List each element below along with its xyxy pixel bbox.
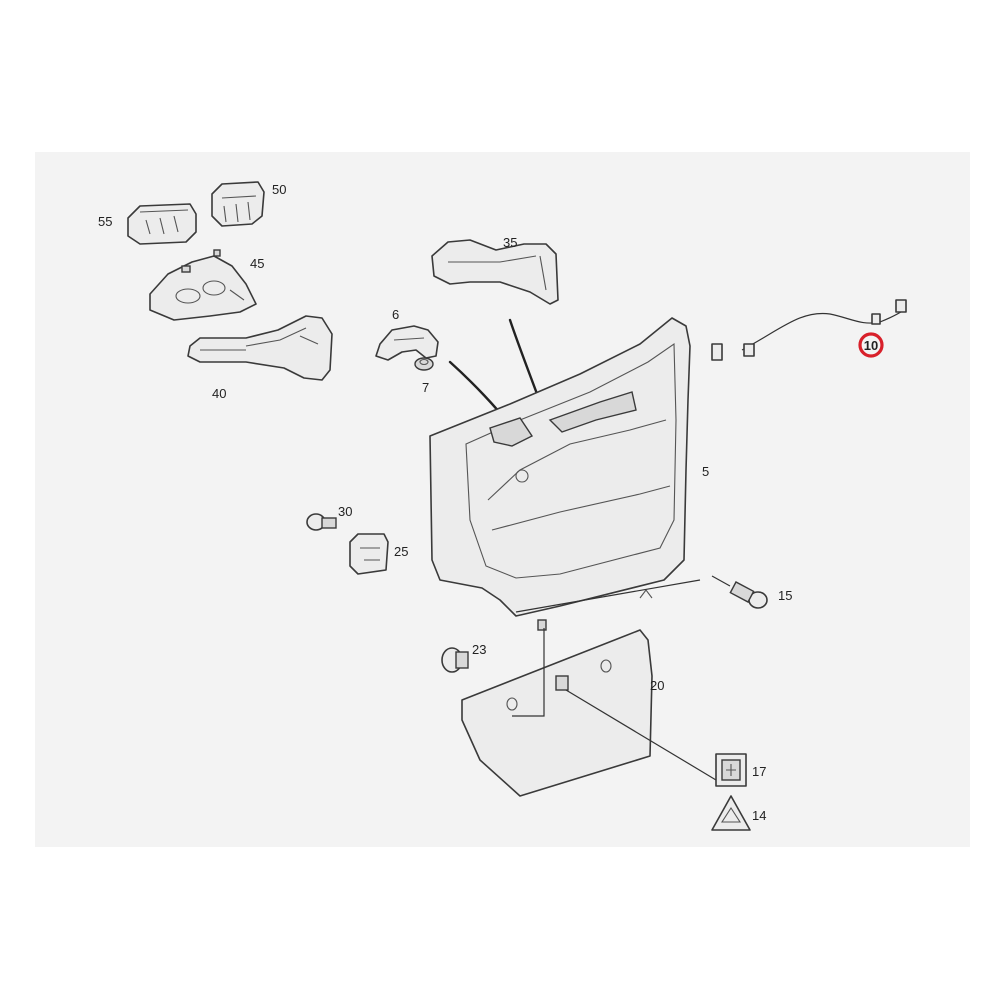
callout-23: 23 bbox=[472, 642, 486, 657]
callout-10: 10 bbox=[864, 338, 878, 353]
part-20-lower-trim[interactable] bbox=[461, 629, 653, 797]
callout-15: 15 bbox=[778, 588, 792, 603]
part-10-wiring-harness[interactable] bbox=[711, 299, 907, 361]
part-6-inner-handle[interactable] bbox=[375, 325, 439, 361]
part-17-clip[interactable] bbox=[715, 753, 747, 787]
part-55-switch-block[interactable] bbox=[127, 203, 197, 245]
leader-trim-to-17 bbox=[565, 689, 717, 781]
callout-25: 25 bbox=[394, 544, 408, 559]
callout-5: 5 bbox=[702, 464, 709, 479]
callout-55: 55 bbox=[98, 214, 112, 229]
part-40-armrest[interactable] bbox=[187, 315, 333, 381]
part-15-screw[interactable] bbox=[711, 575, 768, 609]
leader-clip-to-trim bbox=[512, 628, 545, 717]
part-7-nut[interactable] bbox=[414, 357, 434, 371]
panel-lower-edge bbox=[515, 579, 701, 613]
callout-50: 50 bbox=[272, 182, 286, 197]
clip-marker bbox=[537, 619, 547, 631]
callout-35: 35 bbox=[503, 235, 517, 250]
callout-6: 6 bbox=[392, 307, 399, 322]
part-5-door-panel[interactable] bbox=[429, 317, 691, 617]
callout-10-highlighted[interactable]: 10 bbox=[858, 332, 884, 358]
part-35-pull-handle[interactable] bbox=[431, 239, 559, 305]
part-45-armrest-bezel[interactable] bbox=[149, 249, 257, 321]
callout-17: 17 bbox=[752, 764, 766, 779]
highlight-ring bbox=[858, 332, 884, 358]
part-25-clip[interactable] bbox=[349, 533, 389, 575]
callout-45: 45 bbox=[250, 256, 264, 271]
part-23-clip[interactable] bbox=[441, 647, 469, 673]
part-50-switch-cover[interactable] bbox=[211, 181, 265, 227]
part-30-screw[interactable] bbox=[306, 513, 337, 531]
callout-7: 7 bbox=[422, 380, 429, 395]
callout-40: 40 bbox=[212, 386, 226, 401]
callout-14: 14 bbox=[752, 808, 766, 823]
callout-20: 20 bbox=[650, 678, 664, 693]
part-14-warning-label[interactable] bbox=[711, 795, 751, 831]
callout-30: 30 bbox=[338, 504, 352, 519]
